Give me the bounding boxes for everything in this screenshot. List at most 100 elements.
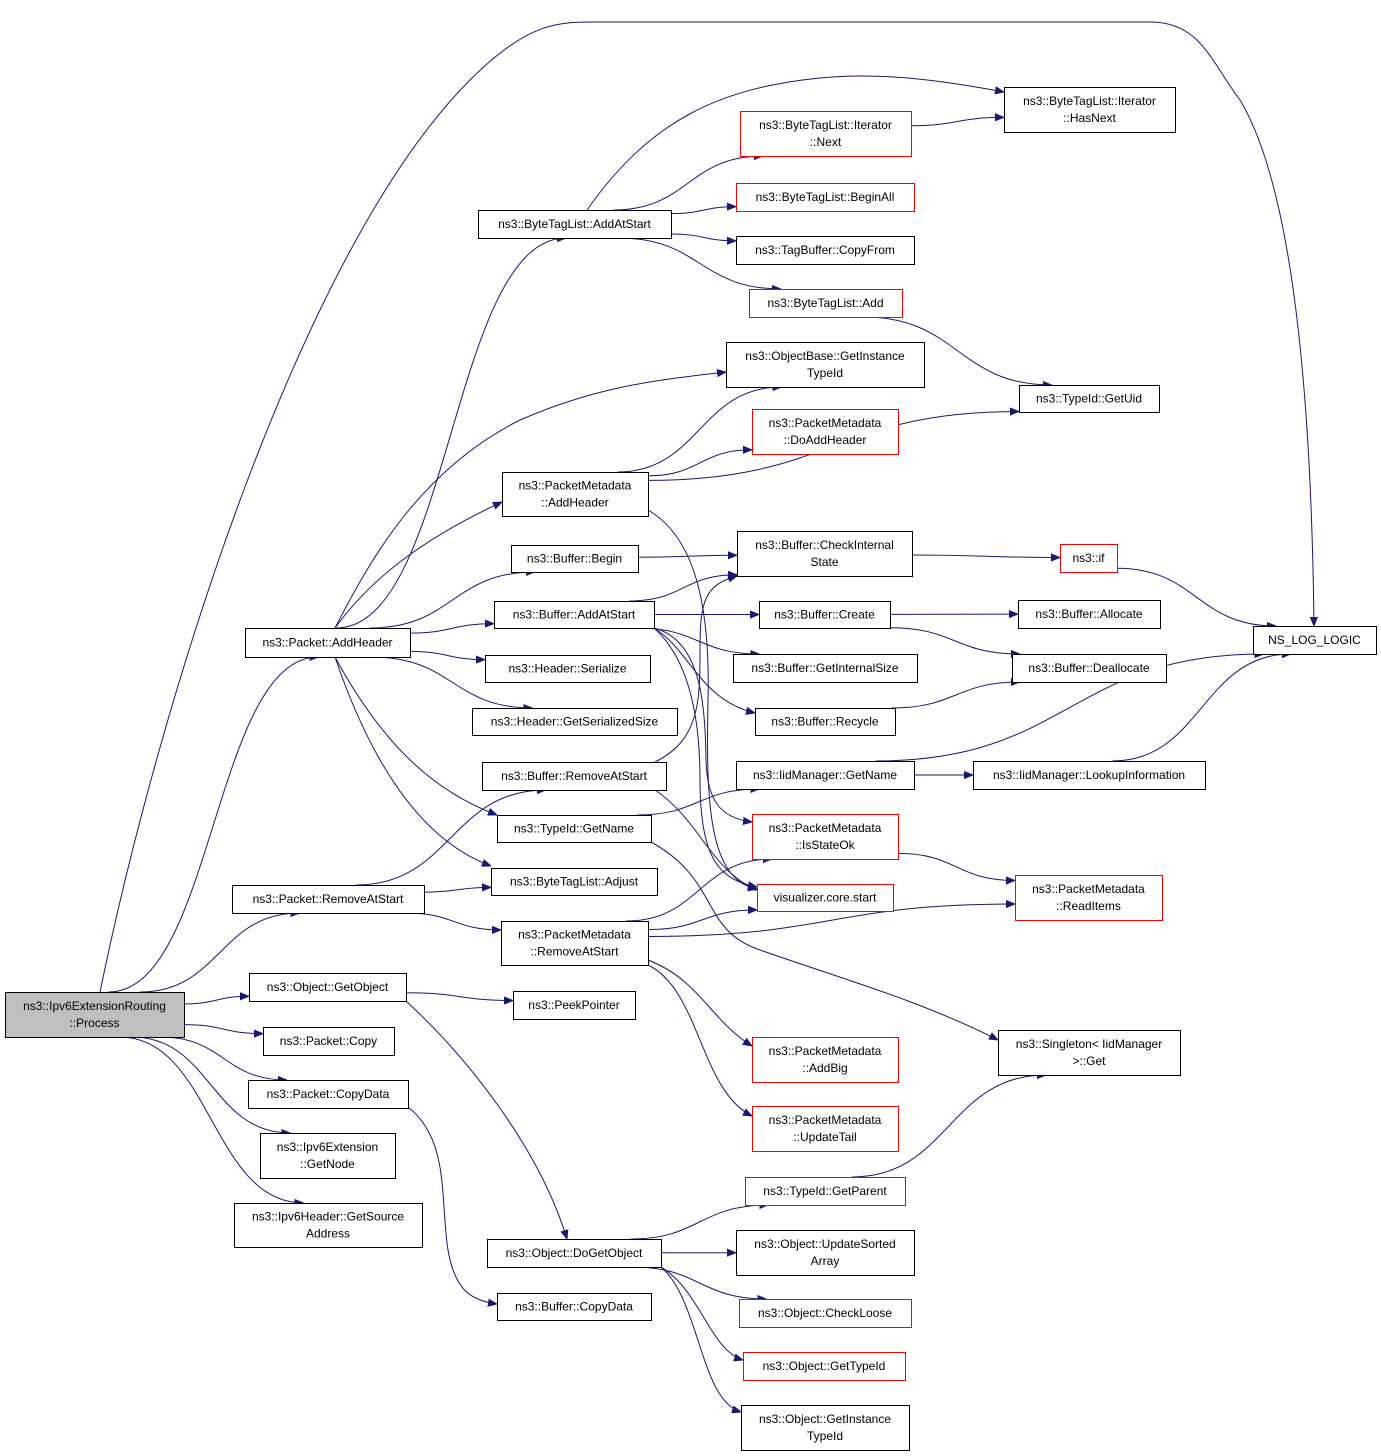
- edge-typeid_getname-to-singleton_get: [650, 841, 998, 1040]
- edge-pm_removeatstart-to-pm_isstateok: [626, 859, 772, 922]
- node-label: ns3::Buffer::GetInternalSize: [751, 661, 899, 675]
- node-label: TypeId: [807, 1429, 843, 1443]
- node-hdr-getsersize[interactable]: ns3::Header::GetSerializedSize: [472, 708, 678, 736]
- node-pm-readitems[interactable]: ns3::PacketMetadata::ReadItems: [1015, 875, 1163, 921]
- node-label: ns3::Packet::RemoveAtStart: [253, 892, 404, 906]
- node-label: ns3::Object::UpdateSorted: [754, 1237, 895, 1251]
- edge-pm_isstateok-to-pm_readitems: [897, 852, 1015, 880]
- node-obj-dogetobject[interactable]: ns3::Object::DoGetObject: [487, 1239, 662, 1268]
- node-typeid-getuid[interactable]: ns3::TypeId::GetUid: [1019, 385, 1160, 413]
- node-label: ns3::PacketMetadata: [769, 416, 882, 430]
- node-obj-gettypeid[interactable]: ns3::Object::GetTypeId: [743, 1352, 906, 1381]
- node-pkt-addheader[interactable]: ns3::Packet::AddHeader: [245, 628, 411, 658]
- node-box: [736, 183, 915, 212]
- node-box: [757, 884, 894, 912]
- node-label: ns3::Object::GetInstance: [759, 1412, 891, 1426]
- edge-buf_addatstart-to-buf_recycle: [653, 627, 755, 713]
- node-buf-create[interactable]: ns3::Buffer::Create: [759, 601, 891, 629]
- node-box: [726, 342, 925, 388]
- node-peekpointer[interactable]: ns3::PeekPointer: [513, 991, 636, 1020]
- node-pm-addheader[interactable]: ns3::PacketMetadata::AddHeader: [502, 472, 649, 517]
- node-buf-removeatstart[interactable]: ns3::Buffer::RemoveAtStart: [482, 762, 667, 791]
- node-buf-begin[interactable]: ns3::Buffer::Begin: [511, 545, 639, 573]
- node-label: ns3::ByteTagList::Iterator: [759, 118, 892, 132]
- node-buf-deallocate[interactable]: ns3::Buffer::Deallocate: [1012, 654, 1167, 683]
- node-iidmgr-getname[interactable]: ns3::IidManager::GetName: [736, 761, 915, 790]
- node-box: [497, 1293, 652, 1321]
- node-btl-beginall[interactable]: ns3::ByteTagList::BeginAll: [736, 183, 915, 212]
- node-box: [752, 1037, 899, 1083]
- node-obj-checkloose[interactable]: ns3::Object::CheckLoose: [739, 1299, 912, 1328]
- edge-btl_addatstart-to-btl_beginall: [670, 207, 736, 215]
- edge-buf_removeatstart-to-buf_checkinternal: [654, 576, 737, 763]
- node-pkt-copy[interactable]: ns3::Packet::Copy: [263, 1027, 395, 1056]
- node-label: ns3::PacketMetadata: [518, 928, 631, 942]
- edge-obj_getobject-to-obj_dogetobject: [405, 1000, 567, 1239]
- node-ns-log-logic[interactable]: NS_LOG_LOGIC: [1253, 626, 1377, 655]
- node-label: ::Next: [810, 135, 842, 149]
- node-pm-addbig[interactable]: ns3::PacketMetadata::AddBig: [752, 1037, 899, 1083]
- node-label: ::AddBig: [802, 1061, 847, 1075]
- node-hdr-serialize[interactable]: ns3::Header::Serialize: [485, 655, 651, 683]
- node-btli-next[interactable]: ns3::ByteTagList::Iterator::Next: [740, 111, 912, 157]
- node-btli-hasnext[interactable]: ns3::ByteTagList::Iterator::HasNext: [1004, 87, 1176, 133]
- edge-process-to-ipv6hdr_getsrc: [119, 1036, 304, 1203]
- node-box: [5, 992, 185, 1038]
- node-box: [494, 601, 655, 629]
- node-label: ::RemoveAtStart: [530, 945, 619, 959]
- edge-pm_removeatstart-to-pm_updatetail: [647, 964, 752, 1116]
- node-ipv6ext-getnode[interactable]: ns3::Ipv6Extension::GetNode: [260, 1133, 396, 1179]
- node-buf-recycle[interactable]: ns3::Buffer::Recycle: [755, 708, 896, 736]
- node-label: ns3::Singleton< IidManager: [1016, 1037, 1162, 1051]
- node-typeid-getname[interactable]: ns3::TypeId::GetName: [497, 815, 652, 843]
- node-label: ns3::Ipv6Header::GetSource: [252, 1210, 404, 1224]
- node-pm-updatetail[interactable]: ns3::PacketMetadata::UpdateTail: [752, 1106, 899, 1152]
- node-obj-getobject[interactable]: ns3::Object::GetObject: [249, 973, 407, 1002]
- node-singleton-get[interactable]: ns3::Singleton< IidManager>::Get: [998, 1030, 1181, 1076]
- node-label: ns3::if: [1072, 551, 1105, 565]
- node-buf-allocate[interactable]: ns3::Buffer::Allocate: [1018, 600, 1161, 629]
- edge-pkt_addheader-to-typeid_getname: [334, 656, 497, 815]
- node-label: ns3::Header::Serialize: [508, 662, 626, 676]
- node-label: ns3::Buffer::CopyData: [515, 1300, 633, 1314]
- node-buf-getinternalsize[interactable]: ns3::Buffer::GetInternalSize: [733, 654, 918, 683]
- node-label: ns3::IidManager::LookupInformation: [993, 768, 1185, 782]
- node-pkt-copydata[interactable]: ns3::Packet::CopyData: [248, 1080, 409, 1109]
- node-btl-add[interactable]: ns3::ByteTagList::Add: [749, 289, 903, 318]
- node-label: ns3::PeekPointer: [528, 998, 619, 1012]
- node-pm-removeatstart[interactable]: ns3::PacketMetadata::RemoveAtStart: [501, 921, 649, 966]
- node-iidmgr-lookupinfo[interactable]: ns3::IidManager::LookupInformation: [973, 761, 1206, 790]
- node-box: [249, 973, 407, 1002]
- edge-pkt_addheader-to-buf_begin: [370, 572, 535, 629]
- node-pm-doaddheader[interactable]: ns3::PacketMetadata::DoAddHeader: [752, 409, 899, 455]
- node-box: [248, 1080, 409, 1109]
- node-viz-start[interactable]: visualizer.core.start: [757, 884, 894, 912]
- edge-pkt_removeatstart-to-btl_adjust: [423, 887, 491, 893]
- node-label: ns3::Object::GetObject: [267, 980, 389, 994]
- node-typeid-getparent[interactable]: ns3::TypeId::GetParent: [745, 1177, 906, 1206]
- node-ns3-if[interactable]: ns3::if: [1060, 544, 1118, 573]
- node-box: [743, 1352, 906, 1381]
- node-label: ns3::PacketMetadata: [769, 1044, 882, 1058]
- node-buf-copydata[interactable]: ns3::Buffer::CopyData: [497, 1293, 652, 1321]
- node-pm-isstateok[interactable]: ns3::PacketMetadata::IsStateOk: [752, 814, 899, 860]
- node-tagbuf-copyfrom[interactable]: ns3::TagBuffer::CopyFrom: [736, 236, 915, 265]
- node-box: [513, 991, 636, 1020]
- node-label: ns3::Object::CheckLoose: [758, 1306, 892, 1320]
- edge-obj_dogetobject-to-typeid_getparent: [630, 1205, 769, 1240]
- node-process[interactable]: ns3::Ipv6ExtensionRouting::Process: [5, 992, 185, 1038]
- node-box: [736, 761, 915, 790]
- node-box: [733, 654, 918, 683]
- node-btl-addatstart[interactable]: ns3::ByteTagList::AddAtStart: [478, 210, 672, 239]
- node-label: ns3::PacketMetadata: [769, 1113, 882, 1127]
- node-box: [245, 628, 411, 658]
- node-pkt-removeatstart[interactable]: ns3::Packet::RemoveAtStart: [232, 885, 425, 914]
- node-btl-adjust[interactable]: ns3::ByteTagList::Adjust: [491, 868, 658, 896]
- node-buf-addatstart[interactable]: ns3::Buffer::AddAtStart: [494, 601, 655, 629]
- node-box: [736, 1230, 915, 1276]
